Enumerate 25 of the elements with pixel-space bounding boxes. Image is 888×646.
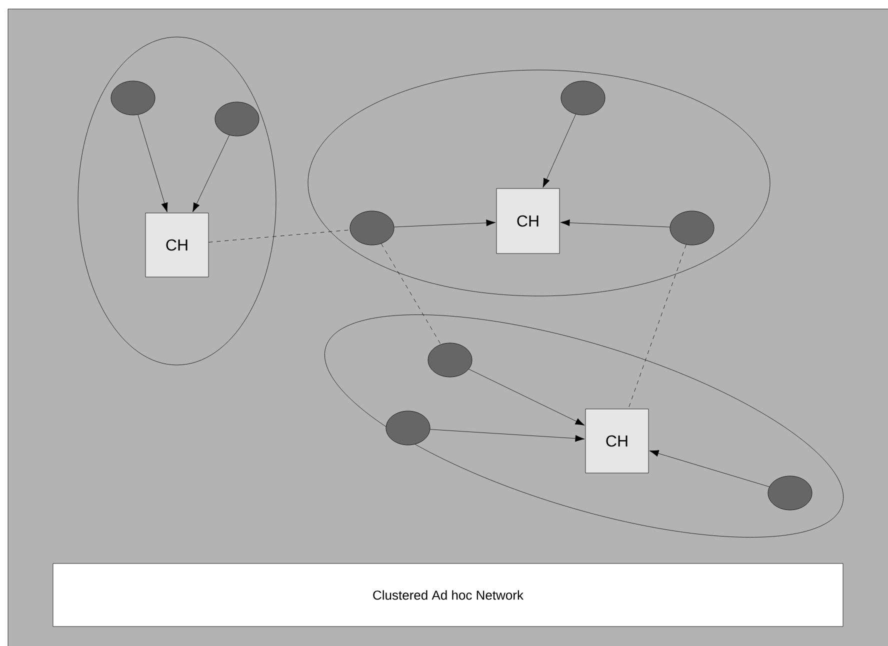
cluster-ellipse [78,36,276,366]
cluster-head-box: CH [145,212,209,278]
sensor-node [428,342,472,378]
sensor-node [110,80,156,116]
sensor-node [386,410,430,446]
arrow [468,368,585,426]
dashed-link [208,230,350,242]
dashed-link [381,243,441,345]
cluster-head-box: CH [585,408,649,474]
arrow [430,429,585,442]
arrow [192,134,230,212]
sensor-node [560,80,606,116]
arrow [542,114,576,188]
arrow [138,114,168,212]
sensor-node [214,102,260,136]
arrow [560,219,670,228]
sensor-node [670,210,714,246]
caption-box: Clustered Ad hoc Network [52,563,844,627]
cluster-ellipse [308,70,770,296]
dashed-link [628,244,686,409]
cluster-head-box: CH [496,188,560,254]
sensor-node [350,210,394,246]
sensor-node [768,476,812,510]
arrow [649,450,770,487]
arrow [394,220,496,228]
